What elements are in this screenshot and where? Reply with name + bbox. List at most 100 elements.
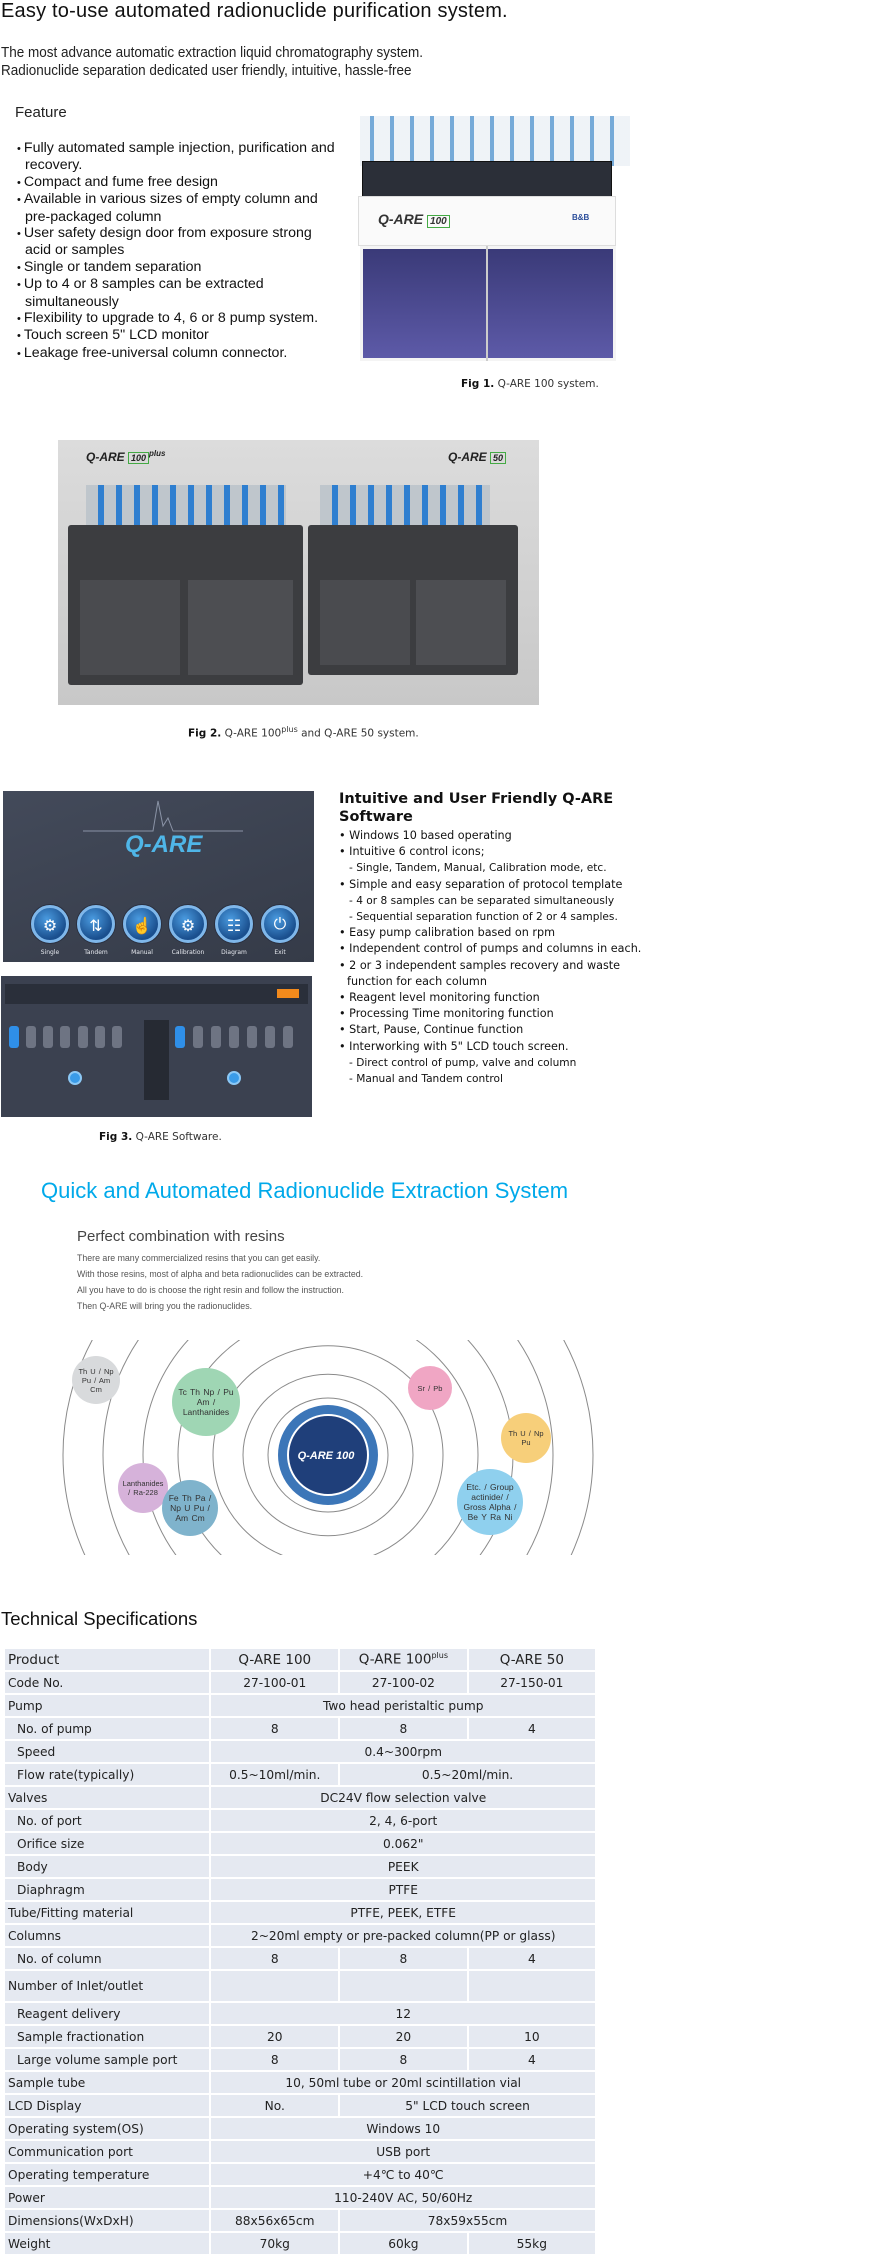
spec-value: 20 bbox=[211, 2026, 339, 2047]
spec-value bbox=[340, 1971, 467, 2001]
resin-bubble bbox=[457, 1469, 523, 1535]
resin-bubble bbox=[172, 1368, 240, 1436]
software-feature-item: 2 or 3 independent samples recovery and … bbox=[339, 958, 649, 990]
spec-label: Product bbox=[5, 1649, 210, 1670]
spec-value: 27-100-01 bbox=[211, 1672, 339, 1693]
spec-value: 10 bbox=[468, 2026, 595, 2047]
spec-value: 12 bbox=[211, 2003, 595, 2024]
reagent-bottle-icon bbox=[9, 1026, 19, 1048]
manual-icon: ☝ bbox=[123, 905, 161, 943]
reagent-bottle-icon bbox=[26, 1026, 37, 1048]
orbit-ring bbox=[62, 1340, 594, 1555]
spec-label: Sample fractionation bbox=[5, 2026, 210, 2047]
resin-bubble bbox=[162, 1480, 218, 1536]
spec-value: 78x59x55cm bbox=[340, 2210, 595, 2231]
resin-element-label: Th U / Np Pu bbox=[508, 1429, 544, 1447]
exit-icon: ⏻ bbox=[261, 905, 299, 943]
spec-label: Operating system(OS) bbox=[5, 2118, 210, 2139]
fig1-logo: Q-ARE 100 bbox=[378, 211, 450, 228]
resins-text-line: There are many commercialized resins tha… bbox=[77, 1253, 321, 1263]
spec-value: PEEK bbox=[211, 1856, 595, 1877]
subtitle-line-2: Radionuclide separation dedicated user f… bbox=[1, 63, 412, 79]
spec-value bbox=[211, 1971, 339, 2001]
feature-item: Touch screen 5" LCD monitor bbox=[15, 327, 335, 344]
reagent-bottle-icon bbox=[211, 1026, 221, 1048]
feature-list: Fully automated sample injection, purifi… bbox=[15, 140, 335, 362]
valve-icon bbox=[68, 1071, 82, 1085]
resin-element-label: Th U / Np Pu / Am Cm bbox=[78, 1366, 114, 1394]
spec-label: Code No. bbox=[5, 1672, 210, 1693]
reagent-bottle-icon bbox=[94, 1026, 105, 1048]
single-icon: ⚙ bbox=[31, 905, 69, 943]
spec-value: 8 bbox=[340, 1718, 467, 1739]
spec-value: 8 bbox=[340, 1948, 467, 1969]
icon-label: Single bbox=[40, 949, 60, 956]
fig2-caption: Fig 2. Q-ARE 100plus and Q-ARE 50 system… bbox=[188, 725, 419, 740]
spec-label: No. of pump bbox=[5, 1718, 210, 1739]
software-feature-item: Independent control of pumps and columns… bbox=[339, 941, 649, 957]
feature-heading: Feature bbox=[15, 104, 67, 121]
reagent-bottle-icon bbox=[77, 1026, 88, 1048]
spec-label: Flow rate(typically) bbox=[5, 1764, 210, 1785]
spec-label: Weight bbox=[5, 2233, 210, 2254]
fig2-logo-right: Q-ARE 50 bbox=[448, 450, 507, 464]
spec-value: 4 bbox=[468, 2049, 595, 2070]
center-logo: Q-ARE 100 bbox=[298, 1450, 356, 1462]
feature-item: Leakage free-universal column connector. bbox=[15, 345, 335, 362]
resin-orbit-diagram: Q-ARE 100 bbox=[62, 1340, 594, 1555]
waveform-icon bbox=[83, 800, 243, 832]
spec-value: 20 bbox=[340, 2026, 467, 2047]
feature-item: Fully automated sample injection, purifi… bbox=[15, 140, 335, 174]
spec-label: Orifice size bbox=[5, 1833, 210, 1854]
feature-item: Available in various sizes of empty colu… bbox=[15, 191, 335, 225]
reagent-bottle-icon bbox=[60, 1026, 71, 1048]
spec-value: 5" LCD touch screen bbox=[340, 2095, 595, 2116]
spec-value: PTFE bbox=[211, 1879, 595, 1900]
subtitle-line-1: The most advance automatic extraction li… bbox=[1, 45, 423, 61]
software-manual-control-screen bbox=[1, 976, 312, 1117]
spec-label: Diaphragm bbox=[5, 1879, 210, 1900]
spec-value: 88x56x65cm bbox=[211, 2210, 339, 2231]
software-feature-item: Easy pump calibration based on rpm bbox=[339, 925, 649, 941]
software-feature-item: - Direct control of pump, valve and colu… bbox=[349, 1056, 577, 1069]
spec-label: Sample tube bbox=[5, 2072, 210, 2093]
software-feature-list: Windows 10 based operatingIntuitive 6 co… bbox=[339, 828, 649, 1087]
spec-value: 8 bbox=[211, 2049, 339, 2070]
resin-element-label: Lanthanides / Ra-228 bbox=[122, 1479, 164, 1497]
fig1-caption: Fig 1. Q-ARE 100 system. bbox=[461, 378, 599, 390]
reagent-bottle-icon bbox=[265, 1026, 275, 1048]
icon-label: Manual bbox=[131, 949, 153, 956]
orbit-ring bbox=[242, 1373, 414, 1537]
valve-icon bbox=[227, 1071, 241, 1085]
spec-label: Valves bbox=[5, 1787, 210, 1808]
spec-value: 4 bbox=[468, 1718, 595, 1739]
icon-label: Diagram bbox=[221, 949, 247, 956]
spec-value: 110-240V AC, 50/60Hz bbox=[211, 2187, 595, 2208]
reagent-bottle-icon bbox=[43, 1026, 54, 1048]
software-feature-item: Simple and easy separation of protocol t… bbox=[339, 877, 649, 893]
software-feature-item: - Manual and Tandem control bbox=[349, 1073, 503, 1086]
spec-label: Tube/Fitting material bbox=[5, 1902, 210, 1923]
spec-label: Power bbox=[5, 2187, 210, 2208]
spec-label: Speed bbox=[5, 1741, 210, 1762]
software-feature-item: - Sequential separation function of 2 or… bbox=[349, 911, 618, 924]
resin-bubble bbox=[118, 1463, 168, 1513]
software-home-screen: Q-ARE ⚙Single⇅Tandem☝Manual⚙Calibration☷… bbox=[3, 791, 314, 962]
spec-label: No. of column bbox=[5, 1948, 210, 1969]
spec-value: 70kg bbox=[211, 2233, 339, 2254]
spec-value: 8 bbox=[340, 2049, 467, 2070]
